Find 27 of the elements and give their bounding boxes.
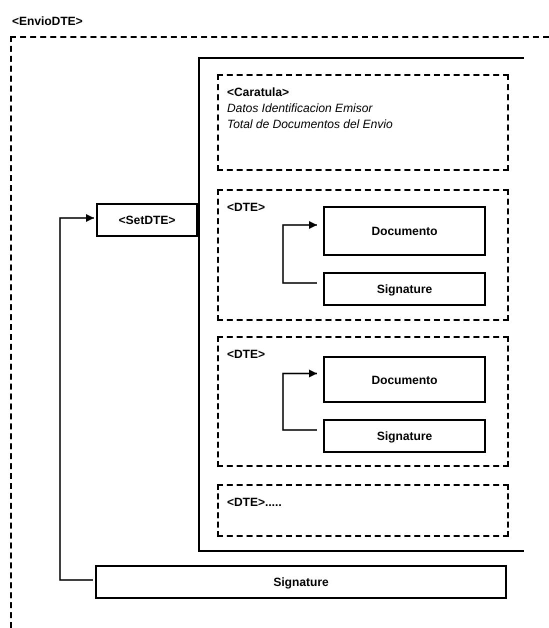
element-tag: <DTE>.....: [227, 494, 282, 510]
element-name: Documento: [372, 372, 438, 388]
element-name: Signature: [376, 428, 432, 444]
connector-arrow: [282, 370, 317, 431]
connector-arrow: [59, 214, 94, 581]
element-tag: <DTE>: [227, 199, 266, 215]
element-box: [323, 419, 486, 453]
description-text: Datos Identificacion Emisor: [227, 100, 372, 116]
element-container: [217, 336, 509, 467]
element-container: [217, 74, 509, 171]
element-tag: <EnvioDTE>: [12, 12, 83, 30]
element-container: [217, 189, 509, 321]
element-tag: <Caratula>: [227, 84, 290, 100]
element-box: [323, 206, 486, 256]
element-tag: <DTE>: [227, 346, 266, 362]
element-box: [323, 356, 486, 403]
element-box: [96, 203, 198, 237]
element-name: Documento: [372, 223, 438, 239]
description-text: Total de Documentos del Envio: [227, 116, 393, 132]
element-box: [323, 272, 486, 306]
element-container: [217, 484, 509, 537]
element-name: Signature: [376, 281, 432, 297]
element-name: Signature: [273, 574, 329, 590]
element-name: <SetDTE>: [118, 212, 176, 228]
element-box: [95, 565, 507, 599]
box-frame: [198, 57, 524, 552]
connector-arrow: [282, 221, 317, 284]
